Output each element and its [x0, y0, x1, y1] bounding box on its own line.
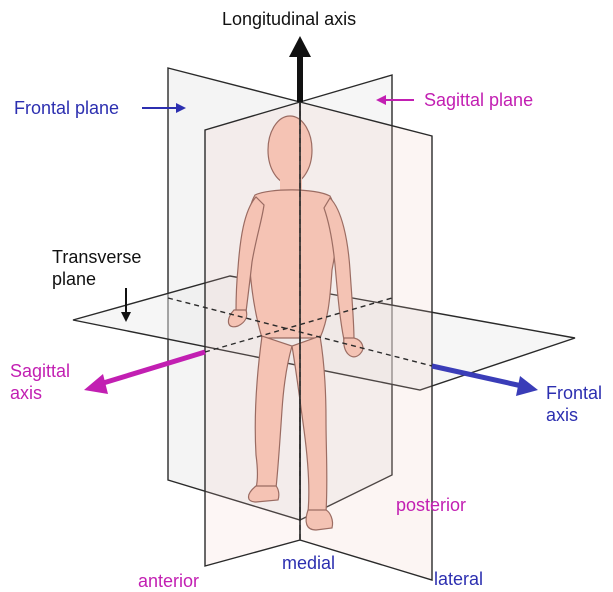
- medial-label: medial: [282, 552, 335, 574]
- transverse-plane-label-line2: plane: [52, 268, 96, 290]
- frontal-axis-label-line2: axis: [546, 404, 578, 426]
- longitudinal-axis-arrow: [289, 36, 311, 102]
- sagittal-axis-label-line2: axis: [10, 382, 42, 404]
- sagittal-plane-label: Sagittal plane: [424, 89, 533, 111]
- frontal-plane-label: Frontal plane: [14, 97, 119, 119]
- longitudinal-axis-label: Longitudinal axis: [222, 8, 356, 30]
- sagittal-plane-front: [205, 102, 300, 566]
- lateral-label: lateral: [434, 568, 483, 590]
- anterior-label: anterior: [138, 570, 199, 592]
- frontal-axis-label-line1: Frontal: [546, 382, 602, 404]
- sagittal-axis-label-line1: Sagittal: [10, 360, 70, 382]
- transverse-plane-label-line1: Transverse: [52, 246, 141, 268]
- posterior-label: posterior: [396, 494, 466, 516]
